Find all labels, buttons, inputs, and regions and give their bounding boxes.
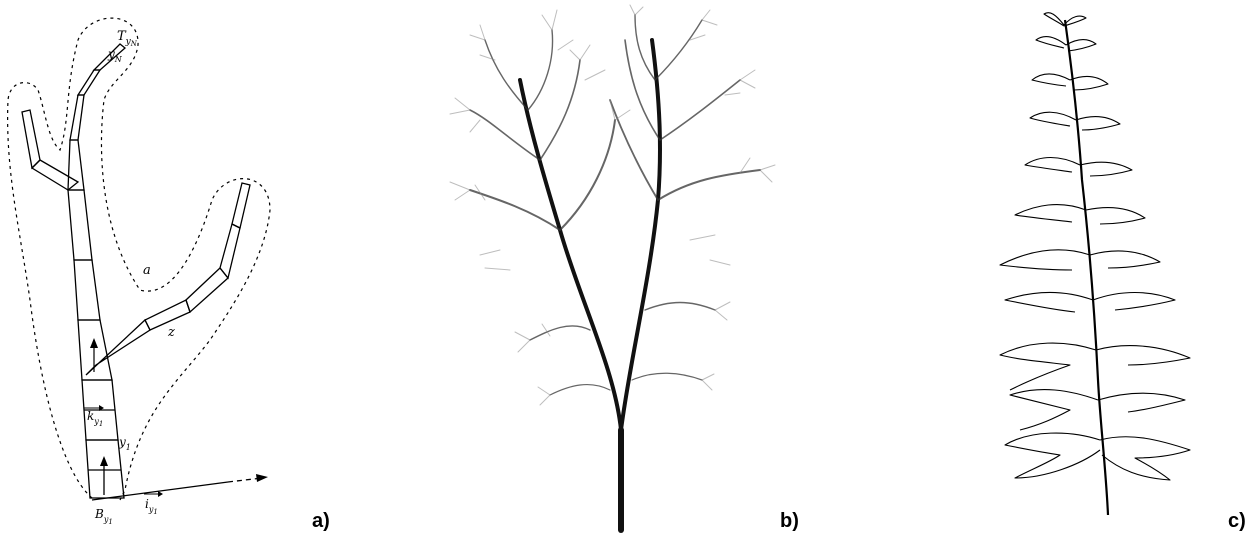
panel-label-c: c) [1228,510,1246,533]
label-y1: y1 [118,435,131,452]
tree-drawing [440,0,820,542]
dashed-envelope [8,18,270,500]
plant-drawing [960,0,1257,542]
arrow-head-i [256,474,268,482]
panel-a-schematic-diagram: TyN yN a z ky1 y1 By1 iy1 a) [0,0,340,542]
label-i-vector: iy1 [145,497,158,516]
label-region-a: a [143,263,151,278]
label-k-vector: ky1 [87,409,103,428]
label-tip-T: TyN [117,29,138,48]
label-base-B: By1 [94,507,113,526]
plant-stem [1065,20,1108,515]
tree-trunk [520,40,660,530]
panel-c-plant-illustration: c) [960,0,1257,542]
schematic-drawing: TyN yN a z ky1 y1 By1 iy1 [0,0,340,542]
panel-label-b: b) [780,510,799,533]
base-axis-horizontal [92,482,228,500]
plant-leaves [1000,13,1190,480]
panel-label-a: a) [312,510,330,533]
label-segment-z: z [167,325,175,340]
tree-twigs [450,5,775,405]
tree-branches [470,15,760,395]
panel-b-tree-rendering: b) [440,0,820,542]
